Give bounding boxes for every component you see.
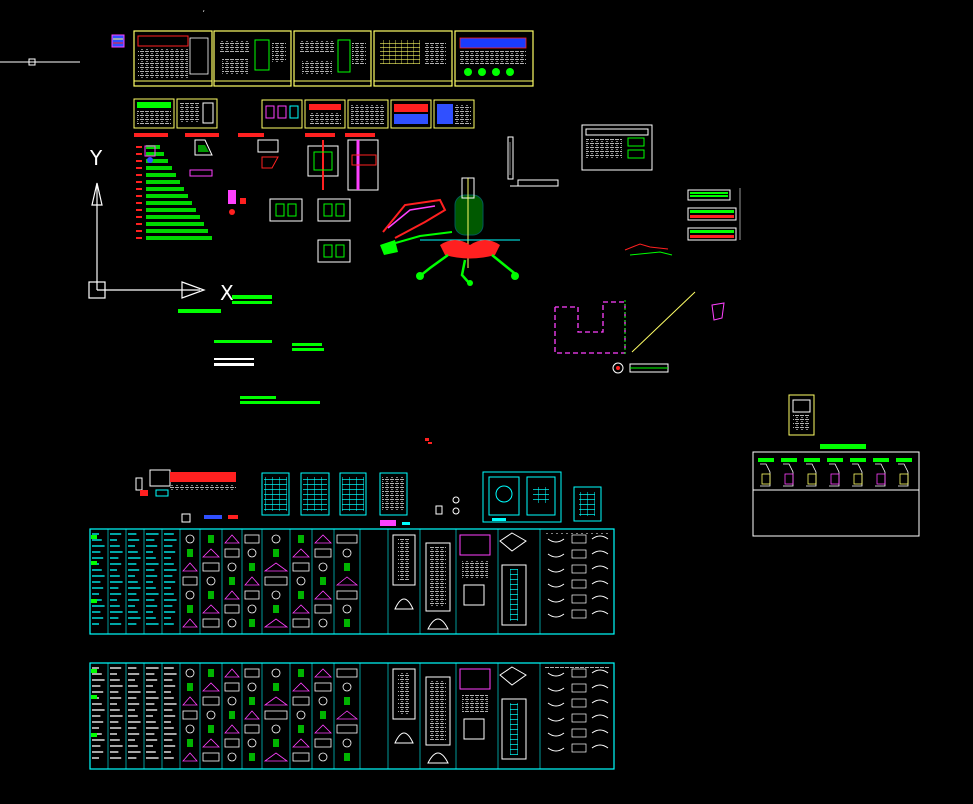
ucs-axis-icon — [88, 182, 206, 299]
title-sheet-row-2 — [133, 98, 475, 129]
drawing-sheet[interactable] — [133, 30, 213, 87]
legend-row — [146, 215, 200, 219]
legend-row — [146, 173, 176, 177]
drawing-sheet[interactable] — [304, 99, 346, 129]
legend-row — [146, 229, 208, 233]
detail-box[interactable] — [317, 239, 351, 263]
layer-swatch-icon[interactable] — [111, 34, 125, 48]
drawing-sheet[interactable] — [752, 444, 920, 537]
small-part — [380, 496, 460, 526]
detail-box[interactable] — [804, 458, 820, 487]
legend-row — [146, 145, 160, 149]
detail-box[interactable] — [873, 458, 889, 487]
section-headings — [134, 133, 375, 137]
legend-row — [146, 187, 184, 191]
title-sheet-row-1 — [133, 30, 534, 87]
detail-box[interactable] — [317, 198, 351, 222]
panel-detail[interactable] — [573, 486, 602, 522]
legend-row — [146, 159, 168, 163]
stray-mark: , — [202, 6, 206, 13]
elevation-detail[interactable] — [507, 136, 559, 187]
schedule-table[interactable] — [300, 472, 330, 516]
drawing-sheet[interactable] — [581, 124, 653, 171]
drawing-sheet[interactable] — [390, 99, 432, 129]
legend-staircase — [136, 145, 212, 240]
legend-row — [146, 166, 172, 170]
schedule-table[interactable] — [261, 472, 290, 516]
foundation-plan[interactable] — [554, 291, 725, 374]
beam-details[interactable] — [687, 188, 741, 241]
symbol-legend — [135, 469, 238, 523]
legend-row — [146, 180, 180, 184]
legend-row — [146, 208, 196, 212]
ucs-x-label: X — [220, 281, 234, 305]
drawing-sheet[interactable] — [347, 99, 389, 129]
legend-row — [146, 236, 212, 240]
section-detail[interactable] — [307, 139, 379, 191]
detail-symbols — [189, 139, 279, 215]
drawing-sheet[interactable] — [454, 30, 534, 87]
drawing-sheet[interactable] — [261, 99, 303, 129]
detail-box[interactable] — [896, 458, 912, 487]
legend-sheet-cyan[interactable] — [89, 528, 615, 635]
drawing-sheet[interactable] — [433, 99, 475, 129]
legend-row — [146, 201, 192, 205]
detail-box[interactable] — [781, 458, 797, 487]
crosshair-icon[interactable] — [0, 58, 80, 66]
drawing-sheet[interactable] — [213, 30, 292, 87]
legend-row — [146, 194, 188, 198]
panel-detail[interactable] — [482, 471, 562, 523]
small-part[interactable] — [624, 243, 673, 256]
drawing-sheet[interactable] — [373, 30, 453, 87]
ucs-y-label: Y — [89, 146, 103, 170]
drawing-sheet[interactable] — [788, 394, 815, 436]
drawing-sheet[interactable] — [133, 98, 175, 129]
stray-mark — [425, 438, 432, 444]
detail-box[interactable] — [269, 198, 303, 222]
detail-box[interactable] — [850, 458, 866, 487]
excavator-drawing[interactable] — [380, 177, 520, 286]
schedule-table[interactable] — [339, 472, 367, 516]
annotation-bars — [178, 295, 324, 404]
legend-sheet-white[interactable] — [89, 662, 615, 770]
detail-box[interactable] — [827, 458, 843, 487]
drawing-sheet[interactable] — [293, 30, 372, 87]
detail-box[interactable] — [758, 458, 774, 487]
schedule-table[interactable] — [379, 472, 408, 516]
legend-row — [146, 222, 204, 226]
drawing-sheet[interactable] — [176, 98, 218, 129]
